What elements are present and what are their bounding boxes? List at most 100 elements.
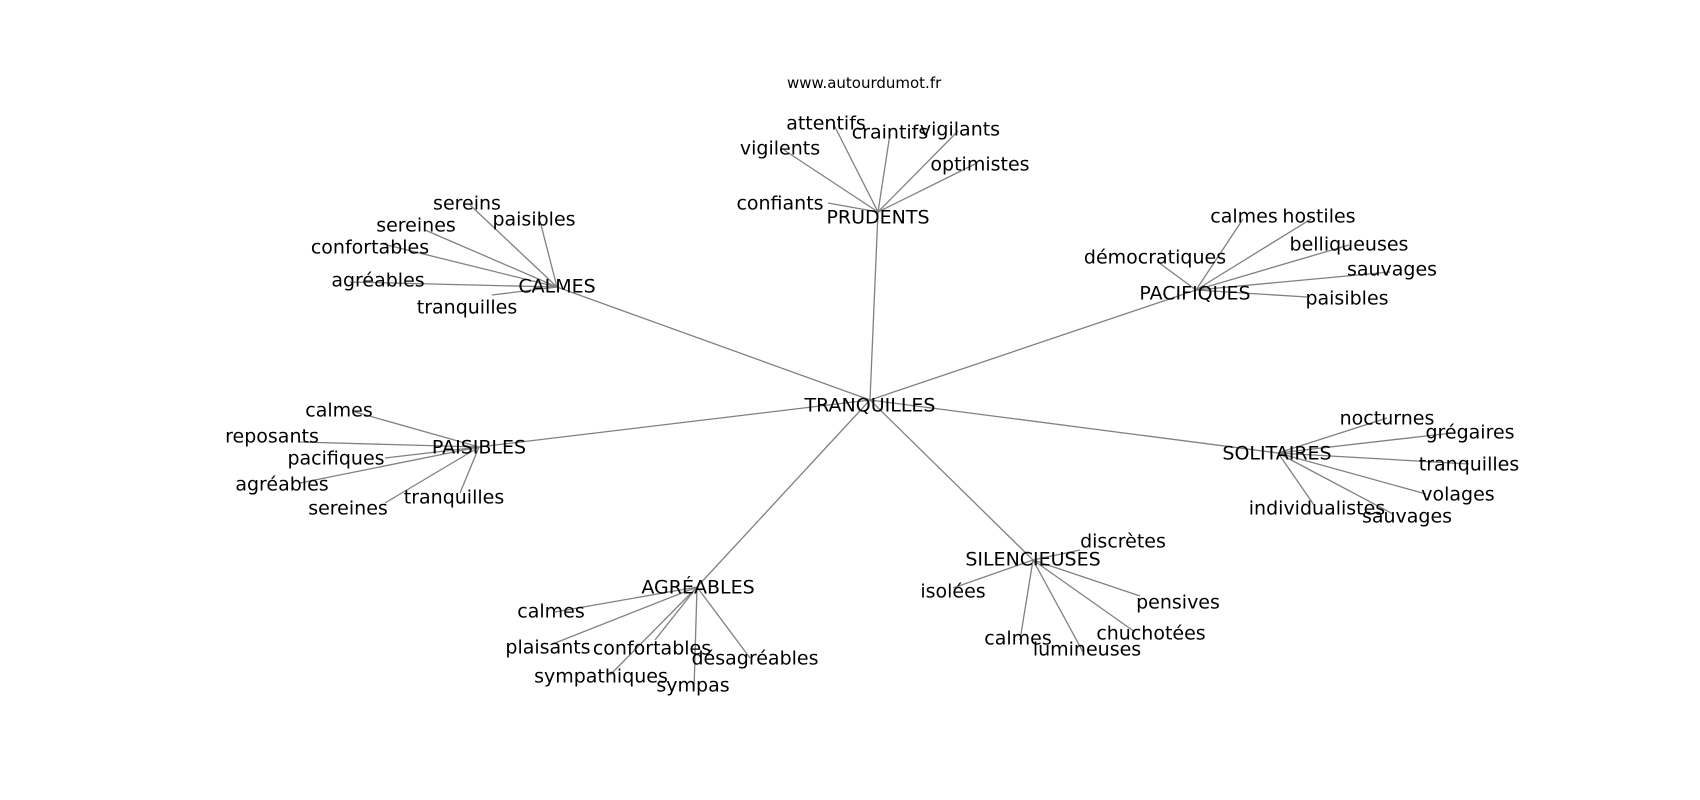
edge-pacifiques-belliqueuses — [1195, 244, 1350, 291]
leaf-node-silencieuses-chuchotees: chuchotées — [1096, 623, 1205, 645]
leaf-node-agreables-desagreables: désagréables — [691, 648, 818, 670]
leaf-node-paisibles-agreables: agréables — [235, 474, 328, 496]
cluster-node-agreables: AGRÉABLES — [641, 576, 754, 599]
edge-silencieuses-lumineuses — [1032, 559, 1084, 653]
edge-calmes-agreables — [349, 281, 558, 288]
leaf-node-prudents-vigilents: vigilents — [740, 138, 820, 160]
edge-calmes-paisibles — [539, 220, 558, 288]
edge-prudents-attentifs — [833, 124, 879, 213]
leaf-node-prudents-attentifs: attentifs — [786, 113, 866, 135]
edge-prudents-optimistes — [877, 163, 976, 213]
graph-labels: TRANQUILLESPRUDENTSattentifscraintifsvig… — [225, 113, 1519, 697]
leaf-node-pacifiques-hostiles: hostiles — [1282, 206, 1355, 228]
edge-agreables-calmes — [554, 586, 698, 613]
leaf-node-agreables-plaisants: plaisants — [505, 637, 590, 659]
leaf-node-calmes-sereines: sereines — [376, 215, 456, 237]
edge-solitaires-sauvages — [1277, 452, 1394, 515]
leaf-node-pacifiques-sauvages: sauvages — [1347, 259, 1437, 281]
edge-solitaires-gregaires — [1277, 432, 1453, 454]
edge-calmes-sereines — [424, 229, 558, 288]
leaf-node-paisibles-reposants: reposants — [225, 426, 319, 448]
edge-prudents-vigilants — [877, 130, 959, 213]
leaf-node-agreables-sympathiques: sympathiques — [534, 666, 668, 688]
edge-paisibles-calmes — [354, 411, 480, 448]
edge-prudents-confiants — [827, 202, 879, 213]
leaf-node-prudents-optimistes: optimistes — [930, 154, 1029, 176]
edge-paisibles-pacifiques — [384, 446, 480, 459]
edge-center-prudents — [869, 211, 879, 401]
edge-pacifiques-sauvages — [1195, 271, 1391, 291]
leaf-node-solitaires-nocturnes: nocturnes — [1340, 408, 1435, 430]
edge-center-calmes — [556, 286, 871, 401]
leaf-node-solitaires-individualistes: individualistes — [1249, 498, 1385, 520]
leaf-node-agreables-calmes: calmes — [517, 601, 584, 623]
edge-silencieuses-pensives — [1032, 559, 1141, 597]
edge-center-solitaires — [869, 399, 1279, 454]
edge-pacifiques-democratiques — [1157, 261, 1197, 291]
leaf-node-silencieuses-discretes: discrètes — [1080, 531, 1166, 553]
leaf-node-prudents-vigilants: vigilants — [920, 119, 1000, 141]
edge-silencieuses-chuchotees — [1032, 559, 1136, 633]
leaf-node-silencieuses-pensives: pensives — [1136, 592, 1220, 614]
leaf-node-paisibles-pacifiques: pacifiques — [287, 448, 384, 470]
edge-paisibles-tranquilles — [459, 446, 480, 494]
edge-agreables-desagreables — [696, 586, 751, 659]
edge-pacifiques-calmes — [1195, 218, 1244, 291]
edge-calmes-tranquilles — [491, 286, 558, 296]
leaf-node-pacifiques-belliqueuses: belliqueuses — [1290, 234, 1409, 256]
leaf-node-prudents-craintifs: craintifs — [852, 122, 929, 144]
leaf-node-pacifiques-calmes: calmes — [1210, 206, 1277, 228]
center-node-label: TRANQUILLES — [804, 395, 936, 417]
cluster-node-calmes: CALMES — [518, 276, 595, 298]
leaf-node-agreables-confortables: confortables — [593, 638, 711, 660]
edge-pacifiques-paisibles — [1195, 289, 1308, 298]
leaf-node-pacifiques-paisibles: paisibles — [1305, 288, 1388, 310]
edge-solitaires-volages — [1277, 452, 1427, 495]
edge-center-paisibles — [478, 399, 871, 448]
edge-calmes-confortables — [382, 243, 558, 288]
leaf-node-calmes-agreables: agréables — [331, 270, 424, 292]
edge-silencieuses-isolees — [952, 559, 1034, 589]
leaf-node-paisibles-sereines: sereines — [308, 498, 388, 520]
cluster-node-prudents: PRUDENTS — [826, 207, 929, 229]
leaf-node-paisibles-calmes: calmes — [305, 400, 372, 422]
leaf-node-calmes-paisibles: paisibles — [492, 209, 575, 231]
leaf-node-pacifiques-democratiques: démocratiques — [1084, 247, 1226, 269]
edge-center-agreables — [696, 399, 871, 588]
edge-paisibles-reposants — [299, 441, 480, 448]
leaf-node-paisibles-tranquilles: tranquilles — [404, 487, 504, 509]
source-url: www.autourdumot.fr — [787, 74, 942, 92]
edge-prudents-craintifs — [877, 133, 891, 213]
edge-paisibles-agreables — [299, 446, 480, 484]
leaf-node-solitaires-tranquilles: tranquilles — [1419, 454, 1519, 476]
edge-solitaires-nocturnes — [1277, 417, 1388, 454]
leaf-node-agreables-sympas: sympas — [656, 675, 729, 697]
leaf-node-silencieuses-calmes: calmes — [984, 628, 1051, 650]
leaf-node-silencieuses-lumineuses: lumineuses — [1033, 639, 1141, 661]
edge-silencieuses-discretes — [1032, 549, 1081, 561]
cluster-node-pacifiques: PACIFIQUES — [1139, 283, 1250, 305]
edge-solitaires-individualistes — [1277, 452, 1315, 506]
edge-agreables-plaisants — [549, 586, 698, 646]
edge-calmes-sereins — [469, 204, 558, 288]
leaf-node-prudents-confiants: confiants — [736, 193, 823, 215]
cluster-node-paisibles: PAISIBLES — [432, 437, 526, 459]
leaf-node-calmes-sereins: sereins — [433, 193, 501, 215]
leaf-node-silencieuses-isolees: isolées — [920, 581, 985, 603]
edge-agreables-confortables — [654, 586, 698, 641]
edge-center-pacifiques — [869, 289, 1197, 401]
edge-agreables-sympathiques — [609, 586, 698, 676]
edge-solitaires-tranquilles — [1277, 452, 1470, 465]
edge-paisibles-sereines — [384, 446, 480, 504]
edge-silencieuses-calmes — [1019, 559, 1034, 641]
leaf-node-solitaires-sauvages: sauvages — [1362, 506, 1452, 528]
cluster-node-solitaires: SOLITAIRES — [1222, 443, 1331, 465]
edge-prudents-vigilents — [783, 149, 879, 213]
cluster-node-silencieuses: SILENCIEUSES — [965, 549, 1100, 571]
leaf-node-solitaires-gregaires: grégaires — [1425, 422, 1514, 444]
edge-center-silencieuses — [869, 399, 1034, 561]
leaf-node-solitaires-volages: volages — [1421, 484, 1494, 506]
edge-agreables-sympas — [693, 586, 698, 691]
edge-pacifiques-hostiles — [1195, 218, 1312, 291]
